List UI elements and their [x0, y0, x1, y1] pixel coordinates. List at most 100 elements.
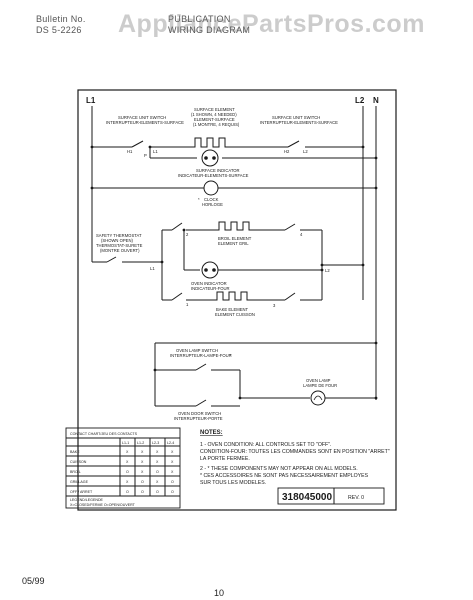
terminal-4: 4	[300, 232, 303, 237]
chart-cell: X	[126, 480, 129, 484]
chart-cell: O	[156, 470, 159, 474]
safety-thermostat-contact	[106, 256, 117, 263]
part-number: 318045000	[282, 492, 332, 503]
surface-switch-left	[131, 140, 144, 148]
safety-thermostat-label-2: (SHOWN OPEN)	[101, 238, 133, 243]
part-number-box	[277, 487, 385, 505]
surface-element-label-4: (1 MONTRE, 4 REQUIS)	[193, 122, 240, 127]
chart-cell: O	[171, 480, 174, 484]
l2-label: L2	[355, 96, 365, 105]
note-line: * CES ACCESSOIRES NE SONT PAS NECESSAIRE…	[200, 473, 369, 479]
revision: REV. 0	[348, 495, 364, 501]
terminal-2: 2	[186, 232, 189, 237]
bulletin-number: DS 5-2226	[36, 25, 82, 35]
chart-cell: X	[171, 450, 174, 454]
bake-element-label-2: ELEMENT CUISSON	[215, 312, 255, 317]
page-number: 10	[214, 588, 225, 598]
chart-cell: O	[171, 490, 174, 494]
safety-thermostat-label-3: THERMOSTAT-SURETE	[96, 243, 143, 248]
l1-label: L1	[86, 96, 96, 105]
broil-element-label-1: BROIL ELEMENT	[218, 236, 252, 241]
chart-cell: O	[126, 490, 129, 494]
chart-cell: X	[171, 460, 174, 464]
chart-row-label: BAKE	[70, 450, 80, 454]
oven-indicator-label-2: INDICATEUR-FOUR	[191, 286, 230, 291]
chart-cell: X	[141, 470, 144, 474]
chart-cell: O	[141, 490, 144, 494]
oven-lamp-switch-label-1: OVEN LAMP SWITCH	[176, 348, 218, 353]
chart-cell: X	[156, 480, 159, 484]
oven-lamp-bulb	[310, 390, 326, 406]
oven-indicator-label-1: OVEN INDICATOR	[191, 281, 227, 286]
oven-lamp-switch-contact	[195, 363, 207, 371]
oven-lamp-label-2: LAMPE DE FOUR	[303, 383, 337, 388]
terminal-1: 1	[186, 302, 189, 307]
chart-cell: X	[171, 470, 174, 474]
chart-row-label: GRILLAGE	[70, 480, 89, 484]
watermark: AppliancePartsPros.com	[118, 10, 425, 38]
oven-l2-terminal: L2	[325, 268, 330, 273]
surface-element-label-1: SURFACE ELEMENT	[194, 107, 235, 112]
bake-switch-contact	[171, 292, 183, 301]
chart-cell: O	[156, 490, 159, 494]
surface-element-label-3: ELEMENT-SURFACE	[194, 117, 235, 122]
chart-row-label: OFF / ARRET	[70, 490, 93, 494]
chart-col-1: L1-1	[122, 441, 129, 445]
note-line: 1 - OVEN CONDITION: ALL CONTROLS SET TO …	[200, 442, 331, 448]
clock-label-2: HORLOGE	[202, 202, 223, 207]
note-line: LA PORTE FERMEE.	[200, 456, 250, 462]
footer-date: 05/99	[22, 576, 45, 586]
oven-lamp-switch-label-2: INTERRUPTEUR-LAMPE-FOUR	[170, 353, 232, 358]
bake-element-label-1: BAKE ELEMENT	[216, 307, 249, 312]
oven-l1-terminal: L1	[150, 266, 155, 271]
broil-switch-contact	[171, 222, 183, 231]
contact-chart-table	[65, 427, 181, 509]
n-label: N	[373, 96, 379, 105]
terminal-l1: L1	[153, 149, 158, 154]
clock-asterisk: *	[198, 197, 200, 202]
legend-title: LEGEND/LEGENDE	[70, 498, 104, 502]
surface-switch-right-label-2: INTERRUPTEUR-ELEMENTS-SURFACE	[260, 120, 338, 125]
surface-indicator-label-2: INDICATEUR-ELEMENTS-SURFACE	[178, 173, 249, 178]
chart-cell: X	[126, 450, 129, 454]
note-line: CONDITION-FOUR: TOUTES LES COMMANDES SON…	[200, 449, 390, 455]
oven-door-switch-label-2: INTERRUPTEUR-PORTE	[174, 416, 223, 421]
terminal-h2: H2	[284, 149, 290, 154]
surface-indicator-lamp	[201, 149, 219, 167]
terminal-h1: H1	[127, 149, 133, 154]
surface-switch-left-label-2: INTERRUPTEUR-ELEMENTS-SURFACE	[106, 120, 184, 125]
chart-cell: X	[141, 460, 144, 464]
chart-col-2: L1-2	[137, 441, 144, 445]
terminal-l2: L2	[303, 149, 308, 154]
chart-col-3: L2-3	[152, 441, 159, 445]
contact-chart-title: CONTACT CHART/JEU DES CONTACTS	[70, 432, 138, 436]
chart-cell: X	[126, 460, 129, 464]
chart-row-label: BROIL	[70, 470, 81, 474]
chart-row-label: CUISSON	[70, 460, 87, 464]
clock-label-1: CLOCK	[204, 197, 219, 202]
diagram-frame	[77, 89, 397, 511]
terminal-3: 3	[273, 303, 276, 308]
notes-title: NOTES:	[200, 430, 223, 436]
surface-element-label-2: (1 SHOWN, 4 NEEDED)	[191, 112, 237, 117]
note-line: SUR TOUS LES MODELES.	[200, 480, 266, 486]
publication-label: PUBLICATION	[168, 14, 231, 24]
chart-cell: O	[126, 470, 129, 474]
surface-switch-left-label-1: SURFACE UNIT SWITCH	[118, 115, 166, 120]
note-line: 2 - * THESE COMPONENTS MAY NOT APPEAR ON…	[200, 466, 358, 472]
oven-door-switch-contact	[195, 399, 207, 407]
chart-col-4: L2-4	[167, 441, 174, 445]
legend-text: X=CLOSED/FERME O=OPEN/OUVERT	[70, 503, 136, 507]
surface-element	[190, 137, 230, 148]
terminal-p: P	[144, 153, 147, 158]
oven-door-switch-label-1: OVEN DOOR SWITCH	[178, 411, 221, 416]
safety-thermostat-label-1: SAFETY THERMOSTAT	[96, 233, 142, 238]
surface-switch-right-label-1: SURFACE UNIT SWITCH	[272, 115, 320, 120]
surface-switch-right	[287, 140, 300, 148]
oven-lamp-label-1: OVEN LAMP	[306, 378, 331, 383]
chart-cell: O	[141, 480, 144, 484]
chart-cell: X	[156, 450, 159, 454]
chart-cell: X	[156, 460, 159, 464]
bake-element	[213, 291, 251, 301]
